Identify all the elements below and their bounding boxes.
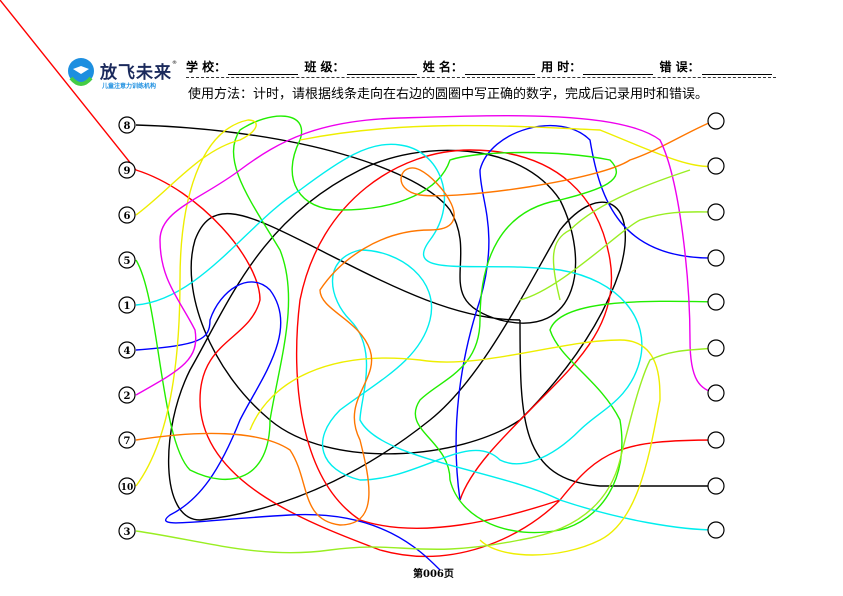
left-number: 5 <box>124 256 131 267</box>
logo-registered: ® <box>172 60 177 66</box>
left-number: 6 <box>124 211 131 222</box>
left-number-markers <box>118 116 136 540</box>
info-fields: 学 校： 班 级： 姓 名： 用 时： 错 误： <box>186 58 774 75</box>
answer-circle[interactable] <box>707 339 725 357</box>
logo-brand: 放飞未来 <box>100 63 172 83</box>
answer-circle[interactable] <box>707 431 725 449</box>
maze-line-cyan <box>135 143 717 531</box>
answer-circle[interactable] <box>707 521 725 539</box>
logo: 放飞未来 ® 儿童注意力训练机构 <box>66 56 181 90</box>
maze-line-black <box>135 124 716 521</box>
left-number: 3 <box>124 527 131 538</box>
field-class-input[interactable] <box>346 62 417 75</box>
dotted-divider <box>186 77 776 78</box>
field-name-input[interactable] <box>464 62 535 75</box>
field-school-input[interactable] <box>228 62 299 75</box>
field-errors-label: 错 误： <box>659 60 700 74</box>
left-number: 7 <box>124 436 131 447</box>
answer-circle[interactable] <box>707 384 725 402</box>
logo-emblem-icon <box>68 58 94 86</box>
left-number: 8 <box>124 121 131 132</box>
maze-line-yellow <box>135 119 717 556</box>
answer-circle[interactable] <box>707 203 725 221</box>
maze-line-red <box>0 0 717 558</box>
maze-line-magenta <box>135 115 717 396</box>
field-time-input[interactable] <box>583 62 654 75</box>
left-number: 9 <box>124 166 131 177</box>
maze-line-lime <box>135 169 717 554</box>
answer-circle[interactable] <box>707 249 725 267</box>
answer-circle[interactable] <box>707 112 725 130</box>
field-errors-input[interactable] <box>701 62 772 75</box>
field-name-label: 姓 名： <box>422 60 463 74</box>
instructions: 使用方法：计时，请根据线条走向在右边的圆圈中写正确的数字，完成后记录用时和错误。 <box>188 87 709 102</box>
answer-circle[interactable] <box>707 293 725 311</box>
maze-line-orange <box>135 119 717 526</box>
answer-circle[interactable] <box>707 157 725 175</box>
answer-circle[interactable] <box>707 477 725 495</box>
field-time-label: 用 时： <box>541 60 582 74</box>
maze-line-green <box>135 115 717 534</box>
left-number: 1 <box>124 301 131 312</box>
field-school-label: 学 校： <box>186 60 227 74</box>
page-number: 第006页 <box>413 569 454 580</box>
left-number: 2 <box>124 391 131 402</box>
left-number: 4 <box>124 346 131 357</box>
logo-subtitle: 儿童注意力训练机构 <box>102 83 157 90</box>
left-number: 10 <box>121 483 134 493</box>
field-class-label: 班 级： <box>304 60 345 74</box>
